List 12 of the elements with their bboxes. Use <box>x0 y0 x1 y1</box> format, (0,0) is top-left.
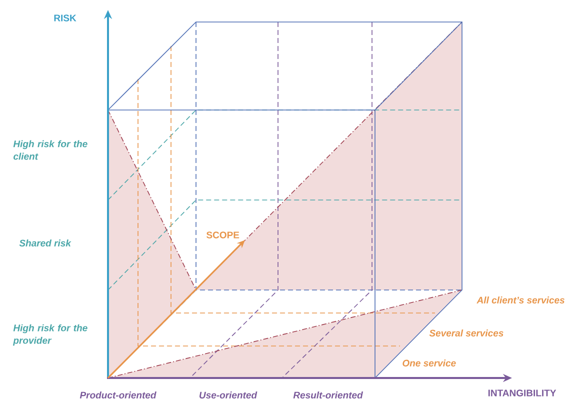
category-label: Use-oriented <box>200 392 258 398</box>
category-label: Result-oriented <box>293 392 363 398</box>
axis-title: INTANGIBILITY <box>488 390 556 396</box>
scale-label: One service <box>402 360 456 366</box>
zone-label: High risk for the client <box>13 140 88 160</box>
scale-label: Several services <box>429 330 504 336</box>
scale-label: All client’s services <box>476 296 564 304</box>
category-label: Product-oriented <box>80 392 156 398</box>
axis-title: RISK <box>54 14 76 22</box>
arrow-label: SCOPE <box>206 232 240 238</box>
zone-label: High risk for the provider <box>13 324 88 346</box>
zone-label: Shared risk <box>19 240 72 246</box>
